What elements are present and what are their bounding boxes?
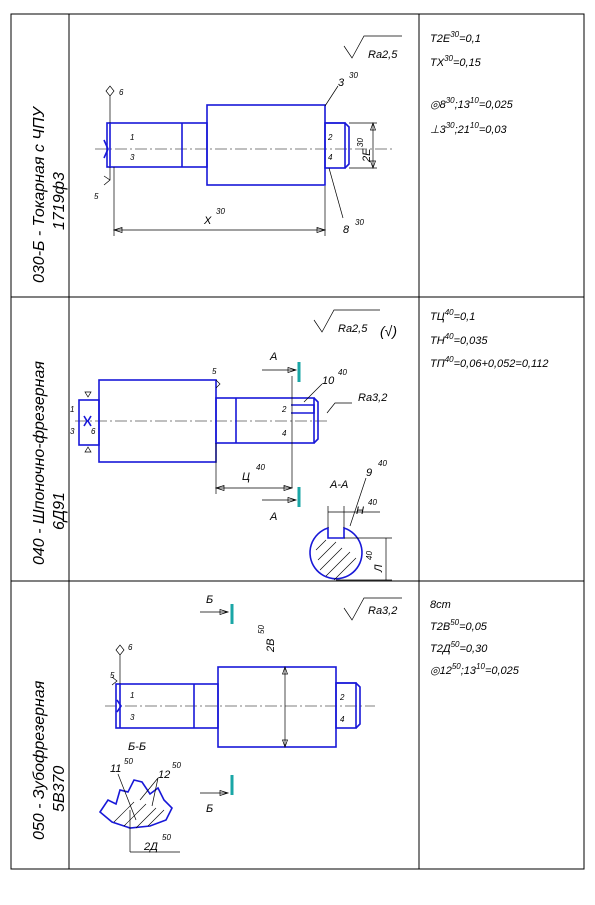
mark-2: 2 [339,693,345,702]
machine-model: 5В370 [51,766,68,812]
roughness: Ra2,5 [368,49,398,61]
dim-12: 12 [158,769,170,781]
svg-text:T2Д50=0,30: T2Д50=0,30 [430,640,488,655]
mark-6: 6 [119,88,124,97]
svg-text:TH40=0,035: TH40=0,035 [430,332,488,347]
table-grid [10,13,585,870]
machine-model: 6Д91 [51,492,68,530]
dim-8-sup: 30 [355,218,364,227]
section-label: Б-Б [128,741,146,753]
cut-label-bottom: А [269,511,277,523]
roughness: Ra2,5 [338,323,368,335]
dim-9: 9 [366,467,372,479]
tolerance-notes: T2E30=0,1 TX30=0,15 ◎830;1310=0,025 ⊥330… [430,30,514,136]
svg-text:TЦ40=0,1: TЦ40=0,1 [430,308,475,323]
mark-6: 6 [128,643,133,652]
cut-label-top: А [269,351,277,363]
dim-2d-sup: 50 [162,833,171,842]
dim-10-sup: 40 [338,368,347,377]
mark-4: 4 [328,153,333,162]
svg-text:◎1250;1310=0,025: ◎1250;1310=0,025 [430,662,520,677]
mark-6: 6 [91,427,96,436]
tolerance-notes: TЦ40=0,1 TH40=0,035 TП40=0,06+0,052=0,11… [430,308,549,370]
svg-text:8ст: 8ст [430,599,451,611]
dim-12-sup: 50 [172,761,181,770]
dim-3: 3 [338,77,345,89]
mark-3: 3 [130,153,135,162]
section-label: А-А [329,479,348,491]
dim-h-sup: 40 [368,498,377,507]
operation-title: 050 - Зубофрезерная [31,680,48,840]
dim-10: 10 [322,375,335,387]
mark-5: 5 [212,367,217,376]
dim-2d: 2Д [143,841,158,853]
machine-model: 1719ф3 [51,172,68,230]
dim-x: X [203,215,212,227]
svg-text:TП40=0,06+0,052=0,112: TП40=0,06+0,052=0,112 [430,355,549,370]
mark-1: 1 [70,405,74,414]
tolerance-notes: 8ст T2B50=0,05 T2Д50=0,30 ◎1250;1310=0,0… [430,599,520,677]
shaft-drawing: X 30 2E 30 3 30 8 30 Ra2,5 6 5 1 [94,35,402,236]
section-a-a: А-А H 40 9 40 Л 40 [309,459,392,581]
dim-x-sup: 30 [216,207,225,216]
mark-4: 4 [340,715,345,724]
dim-l: Л [373,564,385,573]
dim-2e-sup: 30 [356,138,365,147]
row-gear-milling: 050 - Зубофрезерная 5В370 2B 50 Б Б [31,594,520,853]
roughness-2: Ra3,2 [358,392,387,404]
dim-11-sup: 50 [124,757,133,766]
roughness-extra: (√) [380,323,397,339]
dim-l-sup: 40 [365,551,374,560]
dim-3-sup: 30 [349,71,358,80]
mark-1: 1 [130,691,134,700]
dim-c-sup: 40 [256,463,265,472]
section-b-b: Б-Б 11 50 12 50 2Д 50 [98,741,181,853]
shaft-drawing: А А Ц 40 10 40 Ra2,5 (√) Ra3,2 5 1 3 6 2 [70,309,397,523]
mark-4: 4 [282,429,287,438]
shaft-drawing: 2B 50 Б Б Ra3,2 6 5 1 3 2 4 [105,594,402,815]
dim-h: H [356,505,364,517]
dim-2b-sup: 50 [257,625,266,634]
svg-text:TX30=0,15: TX30=0,15 [430,54,482,69]
dim-9-sup: 40 [378,459,387,468]
mark-2: 2 [281,405,287,414]
svg-text:T2E30=0,1: T2E30=0,1 [430,30,481,45]
svg-text:T2B50=0,05: T2B50=0,05 [430,618,488,633]
mark-2: 2 [327,133,333,142]
mark-3: 3 [70,427,75,436]
cut-label-bottom: Б [206,803,213,815]
operation-title: 040 - Шпоночно-фрезерная [31,361,48,565]
mark-3: 3 [130,713,135,722]
svg-text:⊥330;2110=0,03: ⊥330;2110=0,03 [430,121,508,136]
dim-11: 11 [110,763,121,775]
mark-5: 5 [110,671,115,680]
dim-c: Ц [242,471,250,483]
svg-text:◎830;1310=0,025: ◎830;1310=0,025 [430,96,514,111]
dim-8: 8 [343,224,350,236]
cut-label-top: Б [206,594,213,606]
dim-2e: 2E [361,148,373,163]
row-turning: 030-Б - Токарная с ЧПУ 1719ф3 X 30 2E [31,30,514,283]
row-key-milling: 040 - Шпоночно-фрезерная 6Д91 А А Ц 40 [31,308,549,581]
operation-title: 030-Б - Токарная с ЧПУ [31,105,48,283]
dim-2b: 2B [265,639,277,653]
mark-5: 5 [94,192,99,201]
mark-1: 1 [130,133,134,142]
roughness: Ra3,2 [368,605,397,617]
